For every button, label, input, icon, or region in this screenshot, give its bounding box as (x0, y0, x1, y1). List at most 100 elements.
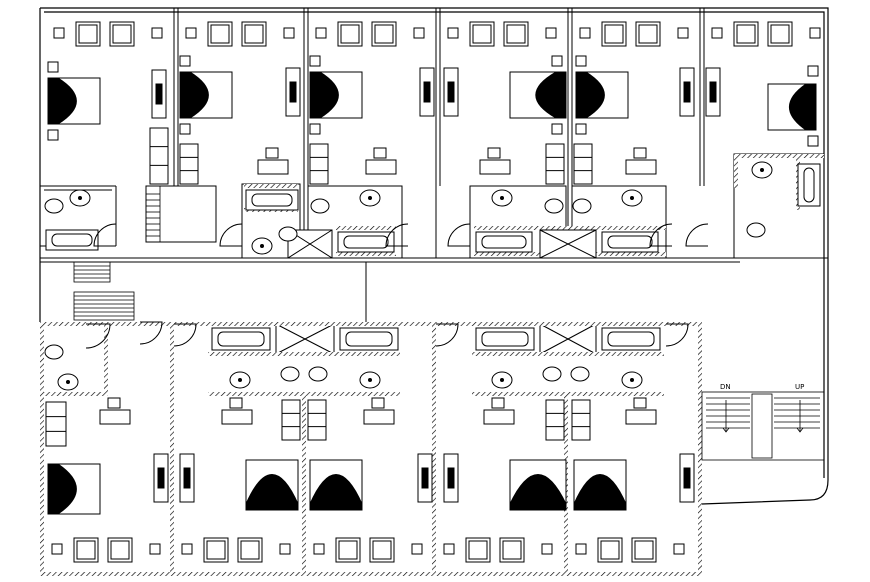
armchair (241, 21, 267, 47)
bed-blanket (179, 71, 209, 119)
wardrobe (545, 399, 565, 441)
side-table (677, 27, 689, 39)
toilet (278, 226, 298, 242)
wardrobe (149, 127, 169, 185)
side-table (673, 543, 685, 555)
side-table (809, 27, 821, 39)
toilet (308, 366, 328, 382)
drain (78, 196, 82, 200)
armchair (371, 21, 397, 47)
nightstand (551, 123, 563, 135)
bathtub-basin (251, 193, 293, 207)
bed-blanket (47, 77, 77, 125)
wardrobe (545, 143, 565, 185)
drain (630, 378, 634, 382)
side-table (413, 27, 425, 39)
wardrobe (45, 401, 67, 447)
toilet (542, 366, 562, 382)
side-table (541, 543, 553, 555)
side-table (151, 27, 163, 39)
wardrobe (281, 399, 301, 441)
desk-chair (487, 147, 501, 159)
nightstand (807, 65, 819, 77)
bathtub-basin (607, 331, 655, 347)
side-table (443, 543, 455, 555)
tv (423, 81, 431, 103)
toilet (572, 198, 592, 214)
side-table (315, 27, 327, 39)
bathtub-basin (481, 235, 527, 249)
bed-blanket (245, 474, 299, 511)
armchair-seat (340, 24, 360, 44)
tv (683, 81, 691, 103)
nightstand (551, 55, 563, 67)
armchair-seat (210, 24, 230, 44)
nightstand (309, 55, 321, 67)
armchair (733, 21, 759, 47)
tv (447, 81, 455, 103)
side-table (185, 27, 197, 39)
door-swing (173, 323, 197, 347)
armchair (469, 21, 495, 47)
nightstand (47, 129, 59, 141)
desk-chair (633, 147, 647, 159)
armchair (767, 21, 793, 47)
toilet (44, 344, 64, 360)
bathtub-basin (345, 331, 393, 347)
desk-chair (265, 147, 279, 159)
armchair-seat (472, 24, 492, 44)
tv (421, 467, 429, 489)
armchair (503, 21, 529, 47)
bathtub-basin (217, 331, 265, 347)
drain (260, 244, 264, 248)
bed-blanket (575, 71, 605, 119)
armchair-seat (110, 540, 130, 560)
bed-blanket (573, 474, 627, 511)
desk-chair (229, 397, 243, 409)
toilet (280, 366, 300, 382)
bathtub-basin (481, 331, 529, 347)
armchair-seat (634, 540, 654, 560)
door-swing (93, 223, 117, 247)
side-table (575, 543, 587, 555)
desk-chair (373, 147, 387, 159)
armchair-seat (206, 540, 226, 560)
tv (157, 467, 165, 489)
bathtub-basin (803, 167, 815, 203)
tv (183, 467, 191, 489)
drain (500, 196, 504, 200)
desk-chair (371, 397, 385, 409)
desk (483, 409, 515, 425)
side-table (579, 27, 591, 39)
upper-left-stair (73, 185, 161, 321)
side-table (283, 27, 295, 39)
bed-blanket (309, 474, 363, 511)
armchair-seat (506, 24, 526, 44)
side-table (447, 27, 459, 39)
nightstand (575, 123, 587, 135)
side-table (149, 543, 161, 555)
desk-chair (491, 397, 505, 409)
desk (625, 159, 657, 175)
tv (289, 81, 297, 103)
toilet (544, 198, 564, 214)
armchair-seat (338, 540, 358, 560)
drain (760, 168, 764, 172)
armchair (207, 21, 233, 47)
furniture (44, 21, 821, 563)
side-table (411, 543, 423, 555)
side-table (53, 27, 65, 39)
armchair (237, 537, 263, 563)
toilet (44, 198, 64, 214)
bed-blanket (789, 83, 817, 131)
armchair-seat (76, 540, 96, 560)
armchair-seat (374, 24, 394, 44)
drain (66, 380, 70, 384)
bed-blanket (535, 71, 567, 119)
armchair (597, 537, 623, 563)
desk (365, 159, 397, 175)
tv (447, 467, 455, 489)
armchair (465, 537, 491, 563)
armchair-seat (604, 24, 624, 44)
